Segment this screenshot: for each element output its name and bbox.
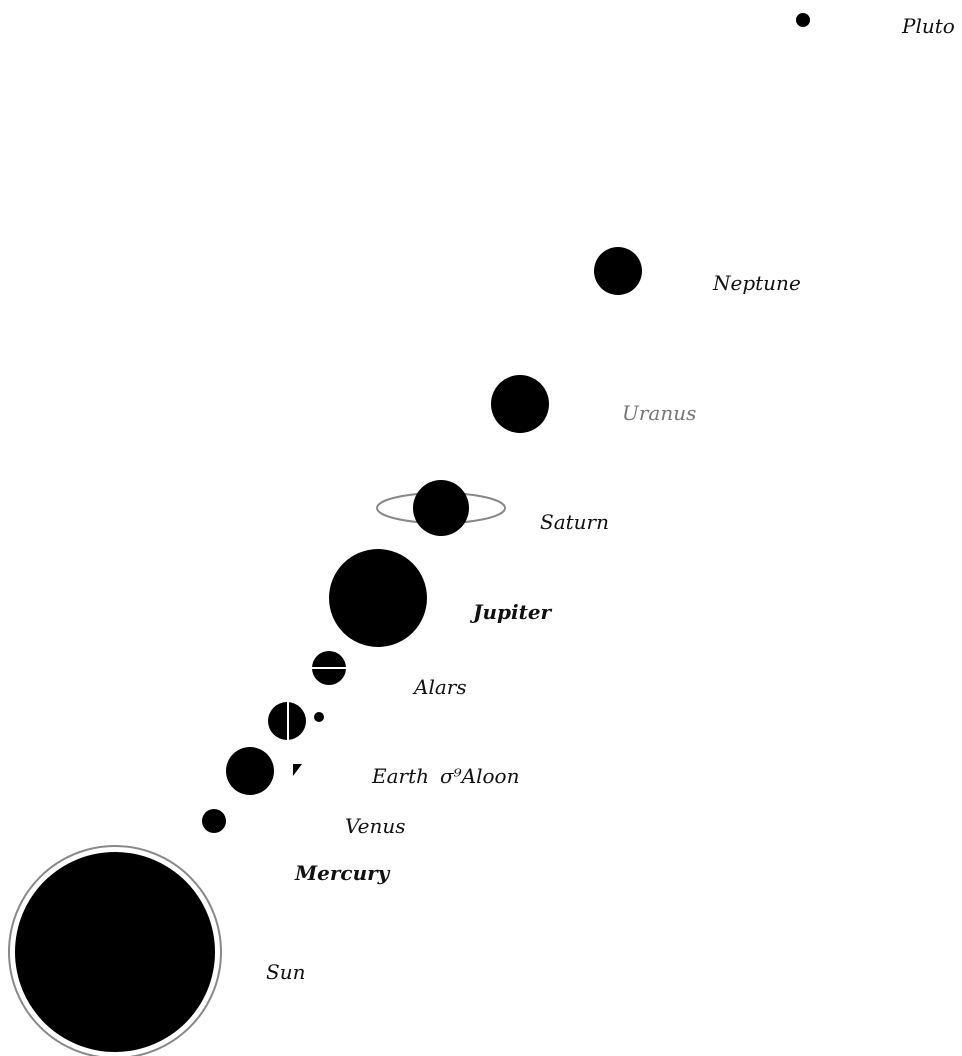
moon-wedge [293,764,302,776]
moon-label: σ⁹Aloon [440,766,519,786]
saturn-disc [413,480,469,536]
mars-label: Alars [414,677,467,697]
jupiter-label: Jupiter [473,602,551,622]
pluto-disc [796,13,810,27]
venus-label: Venus [345,816,405,836]
uranus-disc [491,375,549,433]
neptune-disc [594,247,642,295]
pluto-label: Pluto [902,16,955,36]
saturn-label: Saturn [540,512,609,532]
venus-disc [226,747,274,795]
jupiter-disc [329,549,427,647]
earth-label: Earth [372,766,429,786]
uranus-label: Uranus [622,403,696,423]
moon-disc [314,712,324,722]
mercury-disc [202,809,226,833]
neptune-label: Neptune [713,273,801,293]
sun-disc [15,852,215,1052]
sun-label: Sun [266,962,305,982]
mercury-label: Mercury [295,863,389,883]
